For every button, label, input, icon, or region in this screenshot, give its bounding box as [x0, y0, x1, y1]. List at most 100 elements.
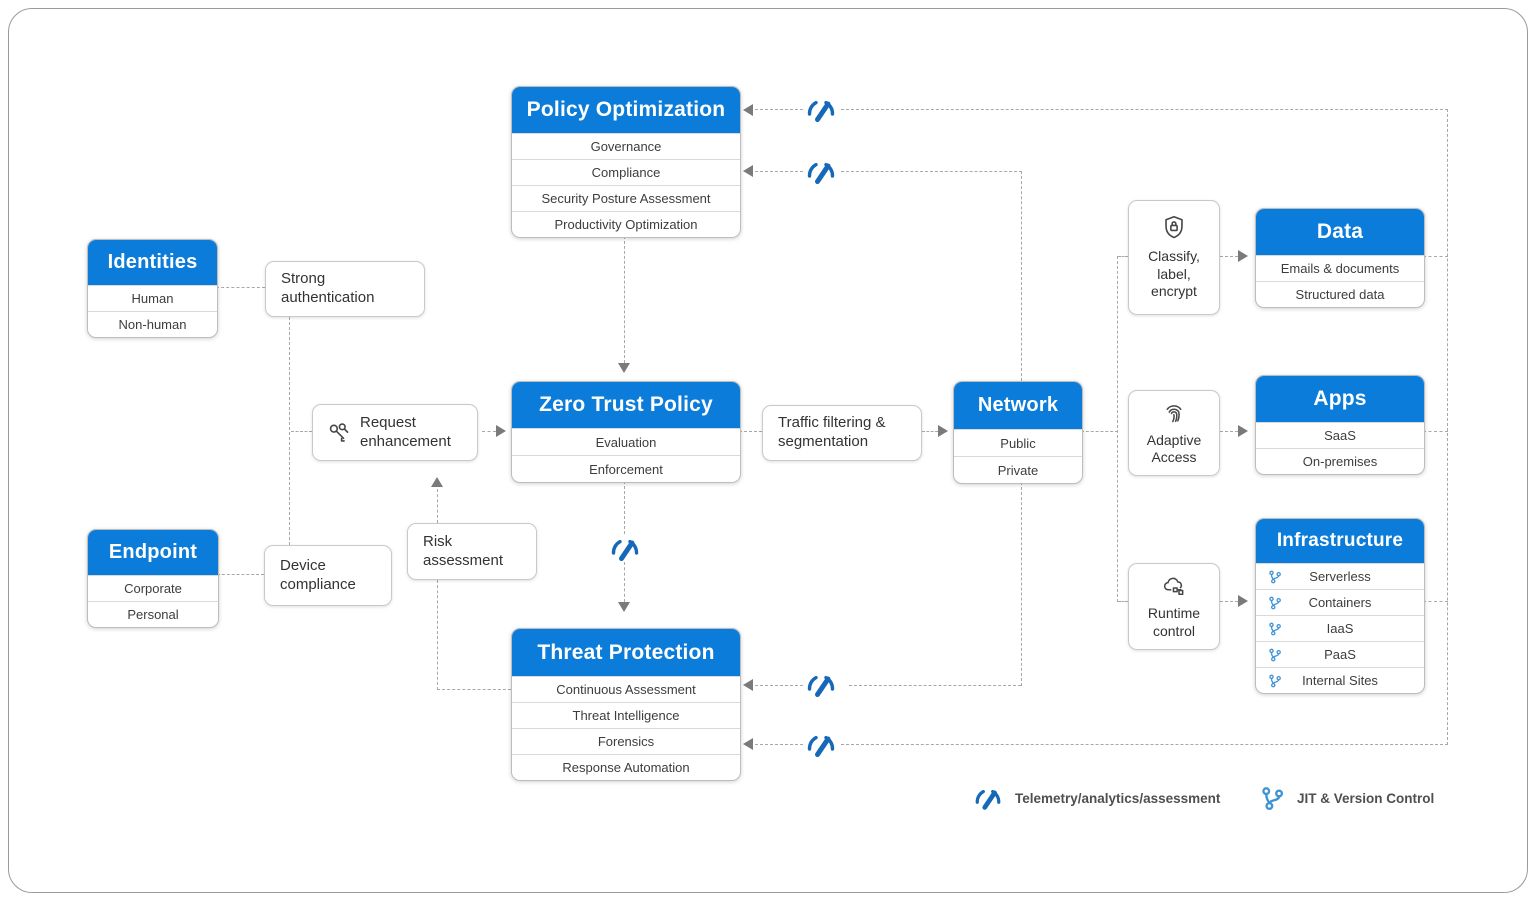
connector-endpoint-device	[217, 574, 264, 575]
connector-compliance-b	[841, 171, 1022, 172]
table-row: SaaS	[1256, 422, 1424, 448]
table-row: Forensics	[512, 728, 740, 754]
device-compliance-label: Device compliance	[280, 556, 356, 593]
table-row: Evaluation	[512, 428, 740, 455]
table-row: Personal	[88, 601, 218, 627]
infrastructure-title: Infrastructure	[1256, 519, 1424, 563]
table-row: Corporate	[88, 575, 218, 601]
arrow-into-forensics	[743, 738, 753, 750]
endpoint-box: Endpoint Corporate Personal	[87, 529, 219, 628]
request-enhancement-label: Request enhancement	[360, 413, 451, 450]
arrow-into-infrastructure	[1238, 595, 1248, 607]
connector-auth-devicecompliance	[289, 317, 290, 545]
table-row: Threat Intelligence	[512, 702, 740, 728]
connector-forensics-b	[841, 744, 1448, 745]
arrow-down-into-ztp	[618, 363, 630, 373]
arrow-into-threat-right	[743, 679, 753, 691]
legend-jit: JIT & Version Control	[1260, 786, 1434, 811]
connector-infra-feedback	[1423, 601, 1448, 602]
runtime-control-box: Runtime control	[1128, 563, 1220, 650]
classify-label-encrypt-label: Classify, label, encrypt	[1148, 248, 1200, 300]
telemetry-gauge-icon	[805, 672, 837, 698]
connector-request-ztp	[482, 431, 496, 432]
apps-box: Apps SaaS On-premises	[1255, 375, 1425, 475]
table-row: PaaS	[1256, 641, 1424, 667]
classify-label-encrypt-box: Classify, label, encrypt	[1128, 200, 1220, 315]
risk-assessment-label: Risk assessment	[423, 532, 504, 569]
connector-adaptive-apps	[1220, 431, 1238, 432]
connector-identities-auth	[216, 287, 265, 288]
network-title: Network	[954, 382, 1082, 429]
fingerprint-icon	[1161, 400, 1187, 426]
version-control-icon	[1268, 596, 1282, 610]
arrow-up-into-request	[431, 477, 443, 487]
table-row: Security Posture Assessment	[512, 185, 740, 211]
connector-right-branch-v	[1117, 256, 1118, 602]
data-box: Data Emails & documents Structured data	[1255, 208, 1425, 308]
table-row: Containers	[1256, 589, 1424, 615]
arrow-into-network	[938, 425, 948, 437]
connector-threat-risk-h	[437, 689, 511, 690]
connector-compliance-a	[755, 171, 803, 172]
arrow-into-apps	[1238, 425, 1248, 437]
connector-network-threat-h	[849, 685, 1021, 686]
shield-lock-icon	[1161, 214, 1187, 242]
runtime-control-label: Runtime control	[1147, 605, 1201, 639]
legend-jit-label: JIT & Version Control	[1297, 791, 1435, 806]
connector-data-feedback	[1423, 256, 1448, 257]
table-row: Human	[88, 285, 217, 311]
connector-ztp-traffic	[739, 431, 762, 432]
policy-optimization-box: Policy Optimization Governance Complianc…	[511, 86, 741, 238]
connector-network-threat-v	[1021, 482, 1022, 686]
telemetry-gauge-icon	[609, 536, 641, 562]
version-control-icon	[1268, 674, 1282, 688]
connector-compliance-network	[1021, 171, 1022, 381]
table-row: Emails & documents	[1256, 255, 1424, 281]
strong-authentication-label: Strong authentication	[281, 270, 375, 306]
connector-network-adaptive	[1081, 431, 1118, 432]
zero-trust-policy-title: Zero Trust Policy	[512, 382, 740, 428]
adaptive-access-label: Adaptive Access	[1146, 431, 1202, 466]
table-row: Non-human	[88, 311, 217, 337]
table-row: Response Automation	[512, 754, 740, 780]
connector-apps-feedback	[1423, 431, 1448, 432]
connector-network-threat-c	[755, 685, 803, 686]
table-row: On-premises	[1256, 448, 1424, 474]
table-row: Compliance	[512, 159, 740, 185]
traffic-filtering-box: Traffic filtering & segmentation	[762, 405, 922, 461]
version-control-icon	[1268, 648, 1282, 662]
connector-auth-request	[291, 431, 312, 432]
version-control-icon	[1260, 786, 1285, 811]
request-enhancement-box: Request enhancement	[312, 404, 478, 461]
table-row: Continuous Assessment	[512, 676, 740, 702]
infrastructure-row-label: Serverless	[1309, 569, 1371, 584]
version-control-icon	[1268, 570, 1282, 584]
traffic-filtering-label: Traffic filtering & segmentation	[778, 414, 886, 450]
table-row: Internal Sites	[1256, 667, 1424, 693]
telemetry-gauge-icon	[805, 732, 837, 758]
policy-optimization-title: Policy Optimization	[512, 87, 740, 133]
identities-title: Identities	[88, 240, 217, 285]
table-row: Serverless	[1256, 563, 1424, 589]
table-row: Structured data	[1256, 281, 1424, 307]
connector-policy-ztp	[624, 236, 625, 363]
arrow-down-into-threat	[618, 602, 630, 612]
strong-authentication-box: Strong authentication	[265, 261, 425, 317]
telemetry-gauge-icon	[805, 159, 837, 185]
threat-protection-title: Threat Protection	[512, 629, 740, 676]
connector-classify-data	[1220, 256, 1238, 257]
connector-risk-request	[437, 489, 438, 523]
connector-threat-risk-v	[437, 580, 438, 690]
table-row: Public	[954, 429, 1082, 456]
arrow-into-policy-top	[743, 104, 753, 116]
cloud-control-icon	[1161, 573, 1187, 599]
connector-to-runtime	[1118, 601, 1128, 602]
threat-protection-box: Threat Protection Continuous Assessment …	[511, 628, 741, 781]
connector-traffic-network	[922, 431, 938, 432]
connector-telemetry-threat	[624, 562, 625, 602]
device-compliance-box: Device compliance	[264, 545, 392, 606]
table-row: Governance	[512, 133, 740, 159]
infrastructure-row-label: IaaS	[1326, 621, 1354, 636]
table-row: Productivity Optimization	[512, 211, 740, 237]
